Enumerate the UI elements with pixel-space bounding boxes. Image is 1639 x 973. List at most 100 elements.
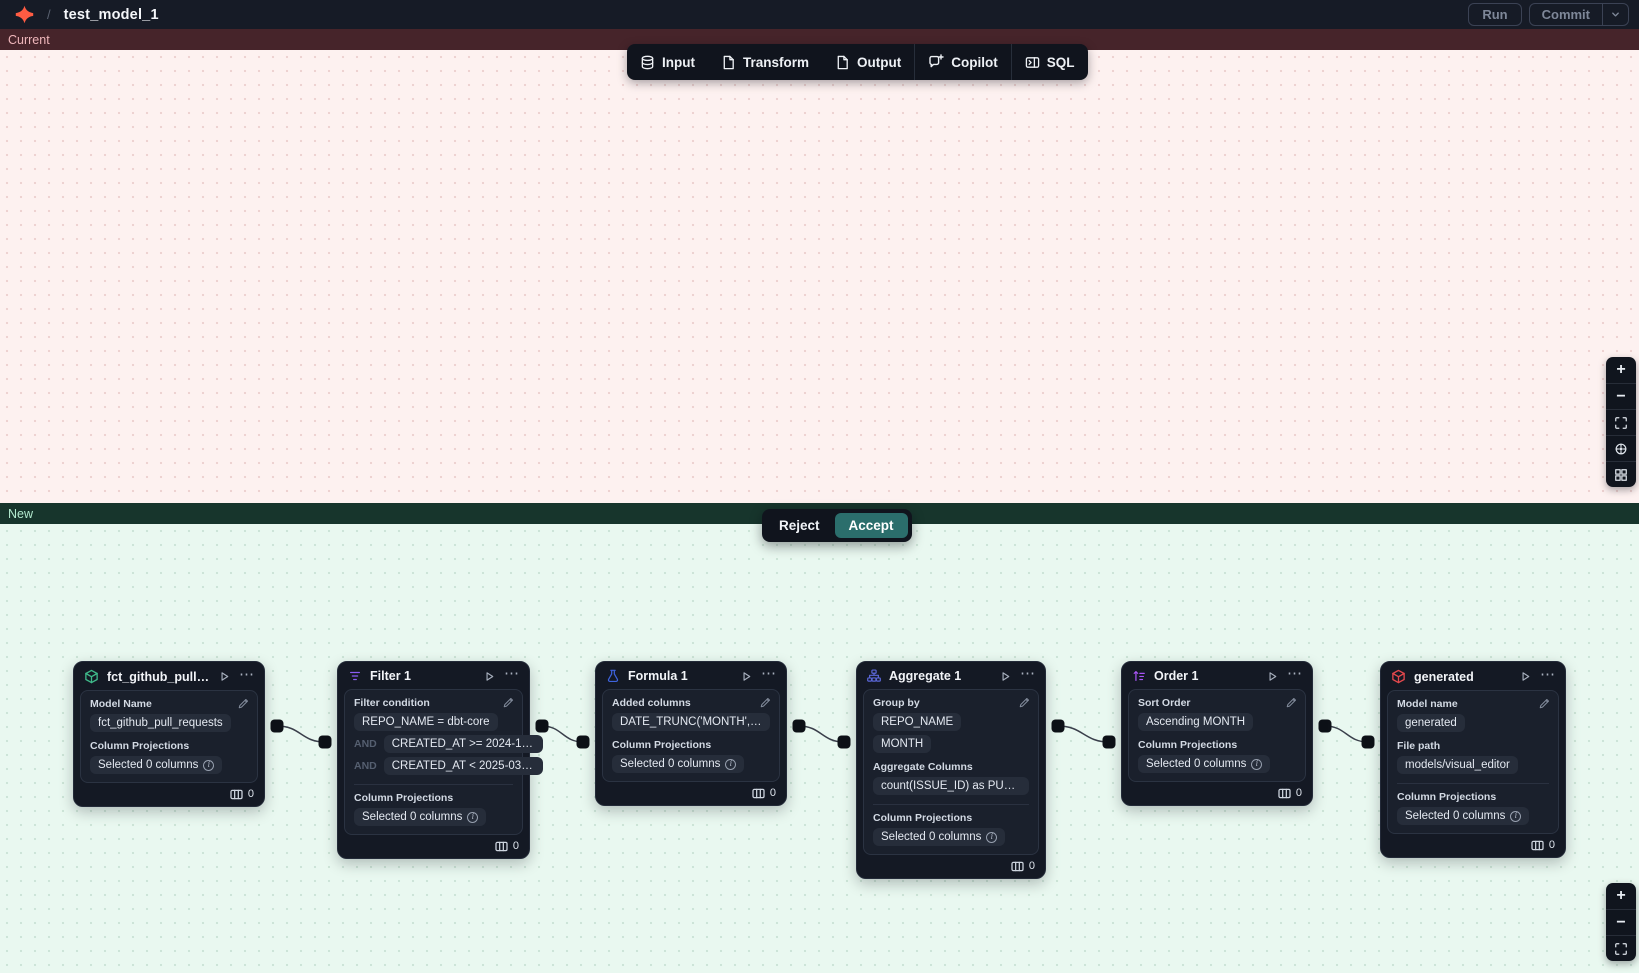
node-header: Aggregate 1 ⋯ bbox=[857, 662, 1045, 689]
sort-order-pill[interactable]: Ascending MONTH bbox=[1138, 713, 1254, 731]
play-node-icon[interactable] bbox=[999, 670, 1012, 683]
reject-button[interactable]: Reject bbox=[779, 518, 820, 533]
column-projections-label: Column Projections bbox=[612, 739, 712, 751]
node-menu-icon[interactable]: ⋯ bbox=[761, 665, 776, 682]
aggregate-value: count(ISSUE_ID) as PULL_REQUEST_… bbox=[881, 780, 1021, 792]
toolbar-item-output[interactable]: Output bbox=[822, 44, 914, 80]
filter-condition-value: CREATED_AT >= 2024-12-01 bbox=[391, 738, 535, 750]
model-name-value: fct_github_pull_requests bbox=[98, 717, 223, 729]
play-node-icon[interactable] bbox=[1519, 670, 1532, 683]
column-projections-value: Selected 0 columns bbox=[1405, 810, 1506, 822]
node-formula[interactable]: Formula 1 ⋯ Added columns DATE_TRUNC('MO… bbox=[595, 661, 787, 806]
node-footer: 0 bbox=[1381, 834, 1565, 857]
edit-icon[interactable] bbox=[759, 697, 771, 709]
edit-icon[interactable] bbox=[237, 698, 249, 710]
group-by-pill[interactable]: MONTH bbox=[873, 735, 932, 753]
column-projections-pill[interactable]: Selected 0 columns i bbox=[873, 828, 1006, 846]
play-node-icon[interactable] bbox=[218, 670, 231, 683]
edit-icon[interactable] bbox=[1018, 697, 1030, 709]
filter-condition-pill[interactable]: REPO_NAME = dbt-core bbox=[354, 713, 498, 731]
commit-button[interactable]: Commit bbox=[1528, 3, 1629, 26]
file-path-label: File path bbox=[1397, 740, 1441, 752]
and-label: AND bbox=[354, 738, 377, 750]
toolbar-item-copilot[interactable]: Copilot bbox=[915, 44, 1011, 80]
toolbar-item-label: Output bbox=[857, 54, 902, 70]
zoom-in-button[interactable]: + bbox=[1616, 361, 1626, 378]
model-cube-icon bbox=[1391, 669, 1406, 684]
column-projections-label: Column Projections bbox=[1397, 791, 1497, 803]
fit-view-icon bbox=[1614, 416, 1628, 430]
info-icon: i bbox=[986, 831, 998, 843]
node-menu-icon[interactable]: ⋯ bbox=[1020, 665, 1035, 682]
columns-icon bbox=[230, 789, 243, 800]
node-aggregate[interactable]: Aggregate 1 ⋯ Group by REPO_NAME MONTH A… bbox=[856, 661, 1046, 879]
aggregate-pill[interactable]: count(ISSUE_ID) as PULL_REQUEST_… bbox=[873, 777, 1029, 795]
node-menu-icon[interactable]: ⋯ bbox=[504, 665, 519, 682]
dbt-logo[interactable] bbox=[15, 5, 34, 24]
play-node-icon[interactable] bbox=[740, 670, 753, 683]
node-output-model[interactable]: generated ⋯ Model name generated File pa… bbox=[1380, 661, 1566, 858]
formula-pill[interactable]: DATE_TRUNC('MONTH', CREATED_AT… bbox=[612, 713, 770, 731]
model-name-label: Model name bbox=[1397, 698, 1458, 710]
columns-icon bbox=[1531, 840, 1544, 851]
column-projections-pill[interactable]: Selected 0 columns i bbox=[1397, 807, 1530, 825]
node-title: fct_github_pull_requests bbox=[107, 669, 210, 684]
commit-dropdown-button[interactable] bbox=[1602, 4, 1628, 25]
node-order[interactable]: Order 1 ⋯ Sort Order Ascending MONTH Col… bbox=[1121, 661, 1313, 806]
interactivity-toggle-button[interactable] bbox=[1606, 435, 1636, 461]
node-filter[interactable]: Filter 1 ⋯ Filter condition REPO_NAME = … bbox=[337, 661, 543, 859]
edit-icon[interactable] bbox=[1285, 697, 1297, 709]
toolbar-divider bbox=[914, 44, 916, 80]
model-name-pill[interactable]: generated bbox=[1397, 714, 1465, 732]
play-node-icon[interactable] bbox=[483, 670, 496, 683]
fit-view-button[interactable] bbox=[1606, 935, 1636, 961]
node-footer: 0 bbox=[857, 855, 1045, 878]
zoom-out-button[interactable]: − bbox=[1606, 909, 1636, 935]
model-name-pill[interactable]: fct_github_pull_requests bbox=[90, 714, 231, 732]
group-by-pill[interactable]: REPO_NAME bbox=[873, 713, 962, 731]
top-bar: / test_model_1 Run Commit bbox=[0, 0, 1639, 29]
edit-icon[interactable] bbox=[502, 697, 514, 709]
fit-view-button[interactable] bbox=[1606, 409, 1636, 435]
toolbar-item-sql[interactable]: SQL bbox=[1012, 44, 1088, 80]
layout-grid-button[interactable] bbox=[1606, 461, 1636, 487]
play-node-icon[interactable] bbox=[1266, 670, 1279, 683]
commit-label[interactable]: Commit bbox=[1541, 7, 1590, 22]
zoom-out-button[interactable]: − bbox=[1606, 383, 1636, 409]
file-path-pill[interactable]: models/visual_editor bbox=[1397, 756, 1518, 774]
row-count: 0 bbox=[1295, 787, 1302, 799]
toolbar-item-input[interactable]: Input bbox=[627, 44, 708, 80]
zoom-in-button[interactable]: + bbox=[1616, 887, 1626, 904]
info-icon: i bbox=[1510, 810, 1522, 822]
toolbar-divider bbox=[1010, 44, 1012, 80]
filter-condition-pill[interactable]: CREATED_AT < 2025-03-01 bbox=[383, 757, 543, 775]
node-footer: 0 bbox=[596, 782, 786, 805]
node-header: Filter 1 ⋯ bbox=[338, 662, 529, 689]
copilot-icon bbox=[928, 54, 944, 70]
new-canvas[interactable] bbox=[0, 524, 1639, 973]
node-menu-icon[interactable]: ⋯ bbox=[1540, 665, 1555, 683]
accept-button[interactable]: Accept bbox=[834, 513, 908, 538]
column-projections-value: Selected 0 columns bbox=[362, 811, 463, 823]
node-source-model[interactable]: fct_github_pull_requests ⋯ Model Name fc… bbox=[73, 661, 265, 807]
section-divider bbox=[1397, 783, 1549, 784]
column-projections-value: Selected 0 columns bbox=[98, 759, 199, 771]
run-button[interactable]: Run bbox=[1468, 3, 1522, 26]
toolbar-item-transform[interactable]: Transform bbox=[708, 44, 822, 80]
filter-condition-pill[interactable]: CREATED_AT >= 2024-12-01 bbox=[383, 735, 543, 753]
filter-icon bbox=[348, 669, 362, 683]
edit-icon[interactable] bbox=[1538, 698, 1550, 710]
node-body: Model name generated File path models/vi… bbox=[1387, 690, 1559, 834]
column-projections-value: Selected 0 columns bbox=[881, 831, 982, 843]
topbar-actions: Run Commit bbox=[1468, 3, 1629, 26]
node-menu-icon[interactable]: ⋯ bbox=[1287, 665, 1302, 682]
toolbar-item-label: SQL bbox=[1046, 54, 1075, 70]
file-icon bbox=[721, 55, 736, 70]
node-menu-icon[interactable]: ⋯ bbox=[239, 665, 254, 683]
columns-icon bbox=[1278, 788, 1291, 799]
current-canvas[interactable] bbox=[0, 50, 1639, 503]
